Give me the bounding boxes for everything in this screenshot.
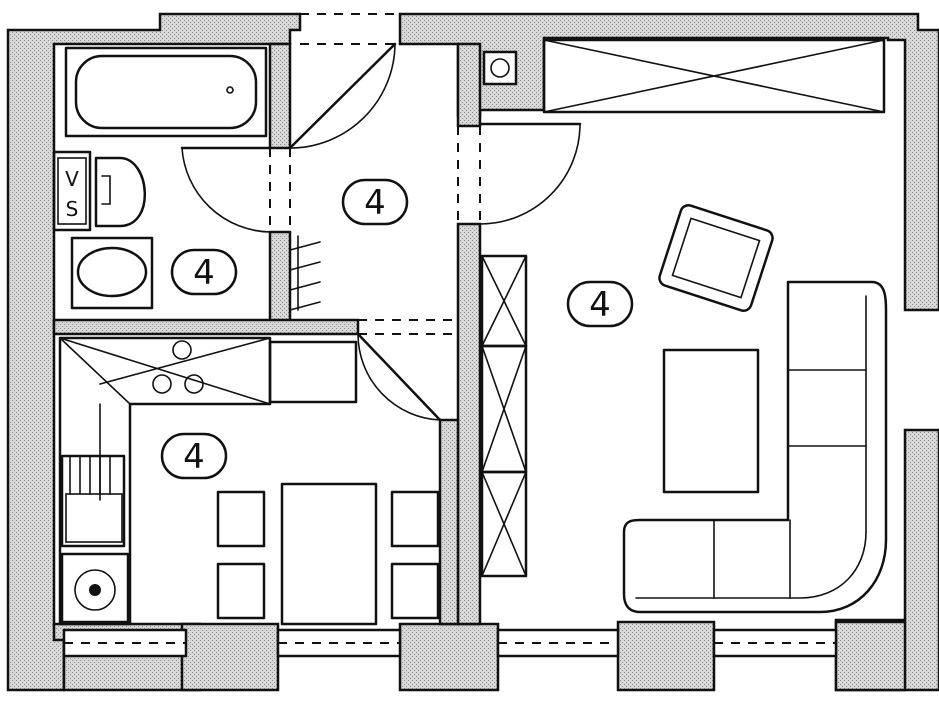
- fridge: [268, 340, 358, 404]
- washing-machine: [60, 552, 130, 624]
- room-label-hall: 4: [364, 183, 386, 223]
- kitchen-hall-partition: [438, 418, 460, 626]
- shaft-label-s: S: [66, 197, 79, 221]
- entrance-door-leaf: [288, 42, 397, 150]
- outer-wall-bottom-mid2: [398, 622, 500, 692]
- room-label-living: 4: [589, 285, 611, 325]
- room-labels: 4 4 4 4: [160, 178, 634, 480]
- dining-table: [280, 482, 378, 626]
- kitchen-door-leaf: [356, 332, 442, 422]
- bathroom: V S: [52, 46, 321, 311]
- room-label-badge: [566, 280, 634, 328]
- coffee-table: [662, 348, 760, 494]
- walls: [6, 12, 939, 692]
- shaft-label-v: V: [65, 167, 79, 191]
- hall-living-partition: [456, 222, 482, 626]
- toilet: [94, 156, 146, 228]
- room-label-bath: 4: [193, 253, 215, 293]
- dining-chair: [216, 562, 266, 620]
- shaft-box: [52, 150, 92, 232]
- doors: [180, 13, 582, 422]
- room-label-badge: [160, 432, 228, 480]
- armchair: [658, 204, 774, 312]
- towel-radiator: [289, 235, 321, 311]
- bath-kitchen-partition: [52, 318, 360, 336]
- bath-partition-lower: [268, 230, 292, 324]
- stove: [152, 340, 204, 394]
- room-label-badge: [170, 248, 238, 296]
- sink: [70, 236, 154, 310]
- drainboard: [69, 455, 111, 495]
- living-room: [480, 38, 888, 614]
- hall-living-partition-top: [456, 42, 482, 128]
- bath-partition-right: [268, 42, 292, 150]
- dining-chair: [390, 562, 440, 620]
- outer-wall-bottom-mid: [180, 622, 280, 692]
- kitchen-counter: [58, 336, 272, 626]
- outer-wall-bottom-right: [834, 620, 907, 692]
- bathtub: [64, 46, 268, 138]
- bathtub-basin: [74, 54, 258, 130]
- dining-chair: [216, 490, 266, 548]
- outer-wall-left: [6, 12, 302, 692]
- sofa: [622, 280, 888, 614]
- kitchen-sink: [60, 454, 126, 548]
- room-label-kitchen: 4: [183, 437, 205, 477]
- wall-cabinets: [480, 254, 528, 578]
- hall-column: [482, 50, 518, 86]
- outer-wall-bottom-mid3: [616, 620, 716, 692]
- wardrobe: [542, 38, 886, 114]
- dining-chair: [390, 490, 440, 548]
- windows: [62, 628, 838, 658]
- room-label-badge: [341, 178, 409, 226]
- kitchen: [58, 336, 440, 626]
